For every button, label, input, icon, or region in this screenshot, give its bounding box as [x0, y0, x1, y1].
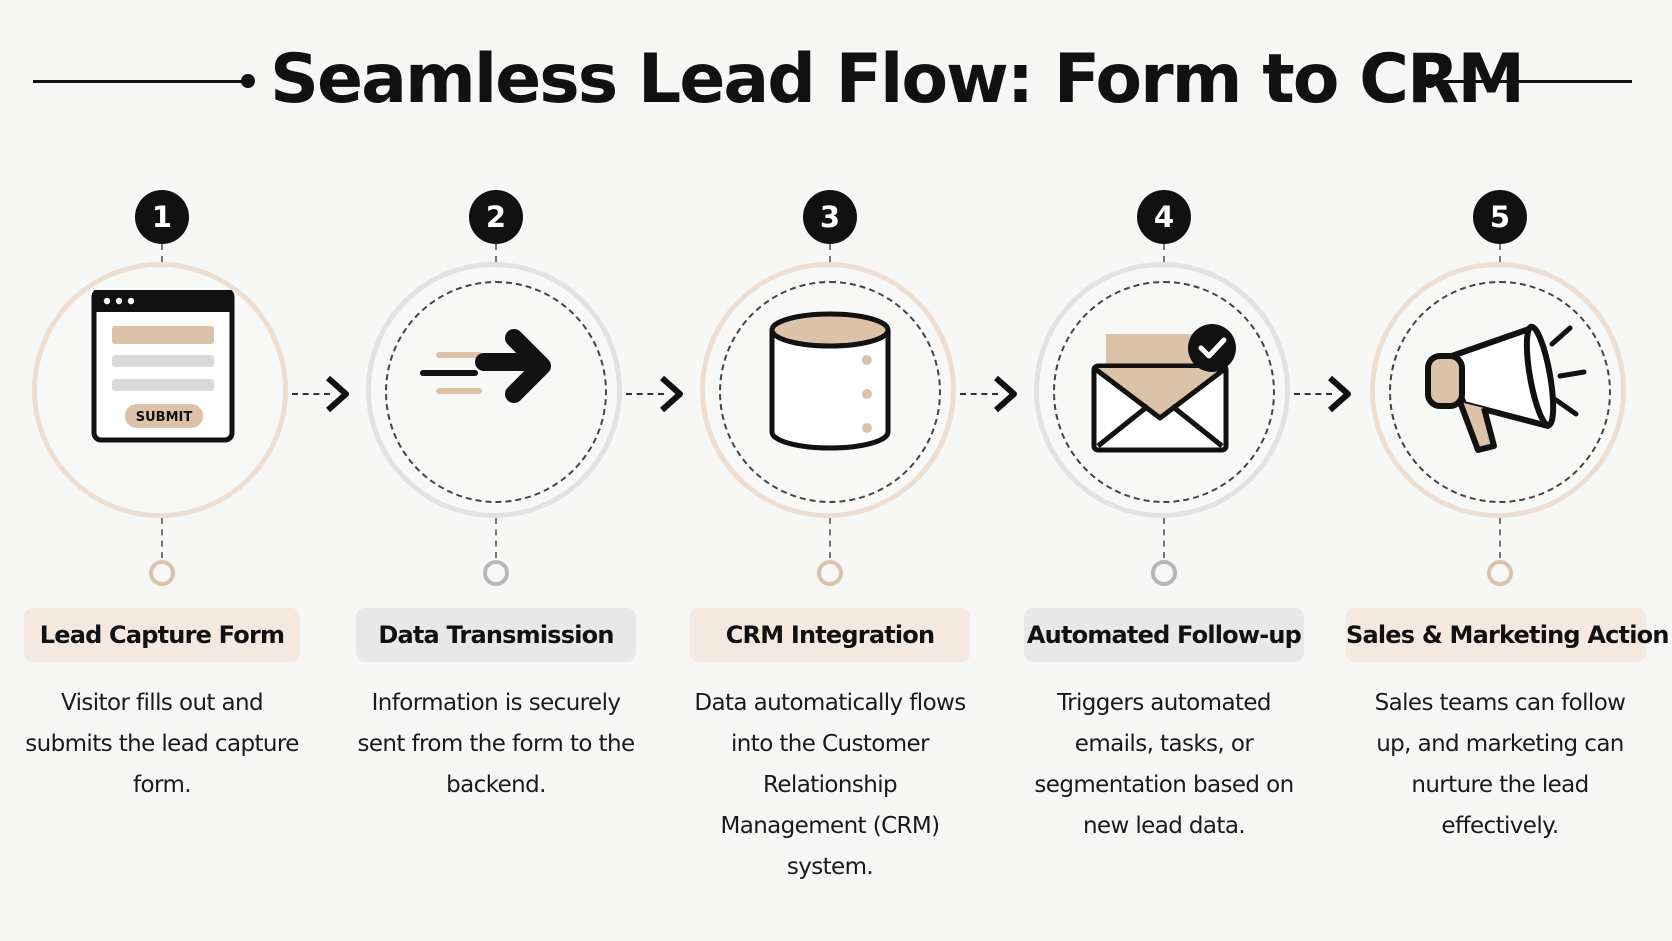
web-form-icon: SUBMIT [62, 287, 262, 490]
step-number-badge: 4 [1137, 190, 1191, 244]
flow-connector-3-4 [960, 374, 1040, 414]
step-label: CRM Integration [690, 608, 970, 662]
step-stem-bottom [495, 518, 497, 558]
step-pin [149, 560, 175, 586]
step-stem-top [161, 244, 163, 262]
step-pin [817, 560, 843, 586]
step-pin [1487, 560, 1513, 586]
megaphone-icon [1400, 290, 1600, 490]
chevron-right-icon [660, 375, 683, 413]
step-stem-top [1499, 244, 1501, 262]
email-check-icon [1064, 290, 1264, 490]
step-label: Sales & Marketing Action [1346, 608, 1669, 662]
title-rule-left [33, 80, 245, 83]
step-ring-dashed [385, 281, 607, 503]
step-description: Information is securely sent from the fo… [357, 690, 635, 798]
step-ring-dashed [1053, 281, 1275, 503]
step-stem-bottom [1499, 518, 1501, 558]
step-ring-dashed [1389, 281, 1611, 503]
database-icon [730, 290, 930, 490]
step-stem-bottom [161, 518, 163, 558]
step-pin [483, 560, 509, 586]
arrow-right-icon [396, 290, 596, 490]
header: Seamless Lead Flow: Form to CRM [0, 28, 1672, 138]
page-title: Seamless Lead Flow: Form to CRM [270, 40, 1525, 119]
step-3: 3 CRM Integration Data automatically flo… [680, 0, 980, 941]
chevron-right-icon [1328, 375, 1351, 413]
step-description: Triggers automated emails, tasks, or seg… [1034, 690, 1294, 839]
step-stem-bottom [829, 518, 831, 558]
step-description: Visitor fills out and submits the lead c… [25, 690, 299, 798]
step-label: Automated Follow-up [1024, 608, 1304, 662]
step-description: Sales teams can follow up, and marketing… [1374, 690, 1626, 839]
step-number-badge: 3 [803, 190, 857, 244]
step-number-badge: 2 [469, 190, 523, 244]
step-5: 5 Sales & Marketing Action Sales teams c… [1346, 0, 1669, 941]
step-2: 2 Data Transmission Information is secur… [346, 0, 646, 941]
step-stem-bottom [1163, 518, 1165, 558]
step-4: 4 Automated Follow-up Triggers automated… [1014, 0, 1314, 941]
title-rule-dot-left [241, 74, 255, 88]
step-pin [1151, 560, 1177, 586]
chevron-right-icon [994, 375, 1017, 413]
title-rule-right [1432, 80, 1632, 83]
step-number-badge: 5 [1473, 190, 1527, 244]
step-label: Data Transmission [356, 608, 636, 662]
title-rule-dot-right [1423, 74, 1437, 88]
step-description: Data automatically flows into the Custom… [694, 690, 966, 880]
flow-connector-1-2 [292, 374, 372, 414]
step-stem-top [495, 244, 497, 262]
step-label: Lead Capture Form [24, 608, 300, 662]
step-stem-top [1163, 244, 1165, 262]
step-number-badge: 1 [135, 190, 189, 244]
flow-connector-2-3 [626, 374, 706, 414]
step-ring-dashed [719, 281, 941, 503]
step-stem-top [829, 244, 831, 262]
chevron-right-icon [326, 375, 349, 413]
step-1: 1 SUBMIT Lead Capture Form Visitor fills… [12, 0, 312, 941]
submit-button-text: SUBMIT [136, 410, 193, 425]
flow-connector-4-5 [1294, 374, 1374, 414]
